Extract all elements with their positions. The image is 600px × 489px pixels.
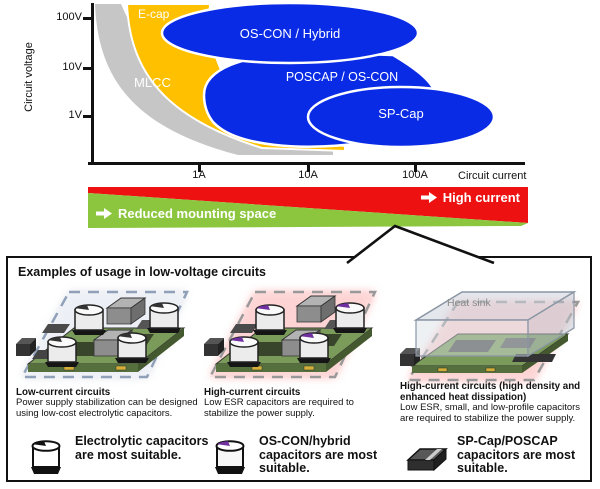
column-heat-sink: High-current circuits (high density and … (400, 381, 590, 425)
x-axis-line (88, 162, 525, 165)
y-tick (83, 67, 92, 70)
x-tick-label: 10A (298, 169, 318, 181)
x-tick-label: 1A (192, 169, 206, 181)
y-tick-label: 100V (56, 11, 82, 23)
oscon-label: OS-CON / Hybrid (239, 26, 341, 41)
x-tick-label: 100A (402, 169, 428, 181)
x-tick (198, 165, 201, 172)
spcap-chip-icon (406, 447, 448, 472)
recommendation-text: Electrolytic capacitors are most suitabl… (75, 434, 209, 462)
circuit-board-low-current (16, 290, 189, 379)
recommendation-spcap: SP-Cap/POSCAP capacitors are most suitab… (404, 434, 599, 478)
oscon-region (160, 2, 420, 65)
recommendation-text: OS-CON/hybrid capacitors are most suitab… (259, 434, 378, 475)
poscap-label: POSCAP / OS-CON (285, 70, 399, 84)
y-tick (83, 17, 92, 20)
column-body: Power supply stabilization can be design… (16, 397, 198, 419)
mlcc-region (95, 4, 333, 155)
y-tick (83, 115, 92, 118)
recommendation-electrolytic: Electrolytic capacitors are most suitabl… (24, 434, 217, 475)
mlcc-label: MLCC (134, 75, 171, 90)
column-low-current: Low-current circuits Power supply stabil… (16, 387, 202, 420)
spcap-label: SP-Cap (378, 106, 424, 121)
usage-examples-panel: Examples of usage in low-voltage circuit… (6, 256, 592, 482)
oscon-capacitor-icon (215, 440, 245, 474)
y-axis-line (91, 3, 94, 165)
tradeoff-banner (88, 187, 528, 228)
spcap-region (306, 85, 496, 149)
mounting-space-wedge (88, 193, 528, 228)
column-heading: Low-current circuits (16, 387, 111, 398)
circuit-board-high-current (204, 290, 377, 379)
column-high-current: High-current circuits Low ESR capacitors… (204, 387, 390, 420)
banner-right-text: High current (442, 190, 520, 205)
x-tick (307, 165, 310, 172)
ecap-label: E-cap (138, 7, 170, 21)
heat-sink-label: Heat sink (447, 297, 491, 309)
y-tick-label: 10V (62, 61, 82, 73)
capacitor-region-chart (95, 2, 496, 155)
column-body: Low ESR, small, and low-profile capacito… (400, 402, 581, 424)
callout-pointer (346, 224, 495, 264)
y-tick-label: 1V (68, 109, 82, 121)
banner-left-label: Reduced mounting space (96, 206, 276, 221)
x-tick (414, 165, 417, 172)
arrow-right-icon (96, 208, 112, 219)
electrolytic-capacitor-icon (31, 440, 61, 474)
recommendation-oscon: OS-CON/hybrid capacitors are most suitab… (208, 434, 401, 476)
arrow-right-icon (420, 192, 437, 203)
banner-left-text: Reduced mounting space (118, 206, 277, 221)
recommendation-text: SP-Cap/POSCAP capacitors are most suitab… (457, 434, 576, 475)
column-body: Low ESR capacitors are required to stabi… (204, 397, 354, 419)
y-axis-title: Circuit voltage (23, 42, 35, 112)
panel-title: Examples of usage in low-voltage circuit… (18, 265, 266, 279)
column-heading: High-current circuits (high density and … (400, 381, 581, 403)
high-current-wedge (88, 187, 528, 223)
x-axis-title: Circuit current (458, 170, 527, 182)
column-heading: High-current circuits (204, 387, 301, 398)
circuit-board-heat-sink (400, 290, 581, 382)
banner-right-label: High current (398, 190, 520, 205)
